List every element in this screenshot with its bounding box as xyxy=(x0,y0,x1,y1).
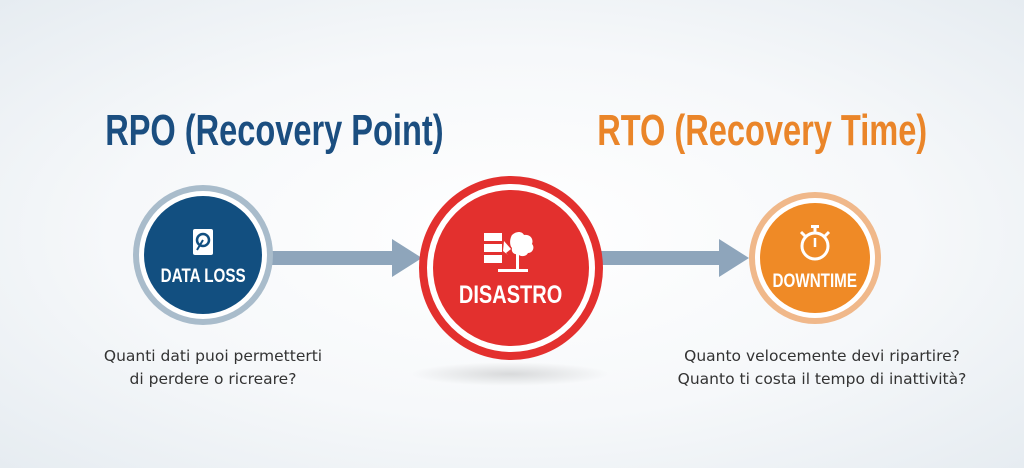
rto-title: RTO (Recovery Time) xyxy=(597,106,928,155)
downtime-fill: DOWNTIME xyxy=(760,203,870,313)
rto-question-line: Quanto ti costa il tempo di inattività? xyxy=(677,370,967,388)
arrow-rpo-to-disaster xyxy=(270,239,422,277)
rpo-question-line: di perdere o ricreare? xyxy=(129,370,297,388)
rpo-title: RPO (Recovery Point) xyxy=(105,106,444,155)
rpo-question-line: Quanti dati puoi permetterti xyxy=(103,347,323,365)
disaster-circle: DISASTRO xyxy=(419,176,603,360)
arrow-disaster-to-rto xyxy=(600,239,749,277)
rto-question-line: Quanto velocemente devi ripartire? xyxy=(684,347,960,365)
hard-drive-icon xyxy=(193,229,213,255)
data-loss-label: DATA LOSS xyxy=(160,266,246,287)
data-loss-fill: DATA LOSS xyxy=(144,196,262,314)
rto-question: Quanto velocemente devi ripartire? Quant… xyxy=(652,345,992,391)
stopwatch-icon xyxy=(799,225,831,261)
disaster-fill: DISASTRO xyxy=(433,190,589,346)
downtime-circle: DOWNTIME xyxy=(749,192,881,324)
downtime-label: DOWNTIME xyxy=(772,271,858,292)
rpo-question: Quanti dati puoi permetterti di perdere … xyxy=(63,345,363,391)
disaster-label: DISASTRO xyxy=(459,280,563,309)
data-loss-circle: DATA LOSS xyxy=(133,185,273,325)
server-lightning-icon xyxy=(484,231,534,272)
shadow xyxy=(410,362,610,386)
